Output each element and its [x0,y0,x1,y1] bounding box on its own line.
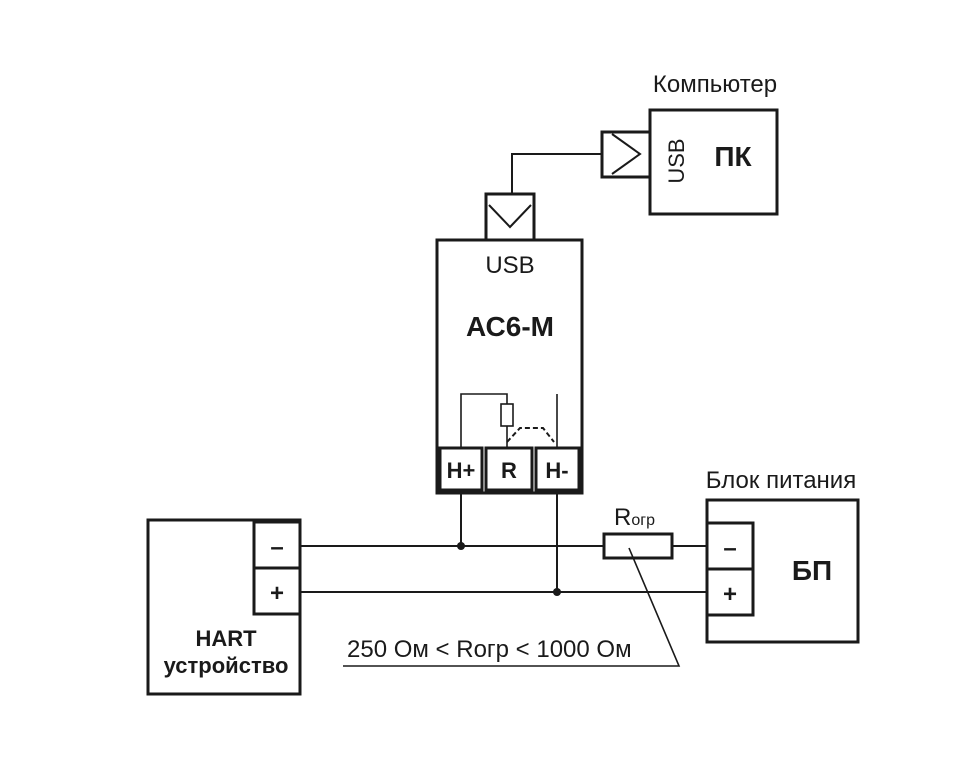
hart-terminal-minus-label: – [270,534,283,561]
terminal-h-plus[interactable] [438,446,484,492]
converter-usb-arrow-icon [488,204,532,229]
resistor-label-main: R [614,504,631,531]
hart-terminal-minus[interactable] [252,520,302,570]
internal-wire-left [460,393,508,448]
note-leader-line [343,547,681,667]
power-supply-name: БП [792,555,832,586]
terminal-h-minus-label: H- [545,458,568,483]
converter-name: АС6-М [466,311,554,342]
psu-terminal-plus[interactable] [705,567,755,617]
hart-device-block: – + HART устройство [146,518,302,696]
terminal-r-label: R [501,458,517,483]
pc-usb-socket [600,130,652,179]
terminal-h-minus[interactable] [534,446,581,492]
hart-terminal-plus-label: + [270,580,284,607]
limiting-resistor-body [602,532,674,560]
converter-usb-connector [484,192,536,242]
resistance-range-note: 250 Ом < Rогр < 1000 Ом [347,636,632,663]
power-supply-block: – + БП Блок питания [705,467,860,644]
computer-usb-label: USB [664,138,689,183]
terminal-r[interactable] [484,446,534,492]
hart-device-name-line2: устройство [164,653,289,678]
psu-terminal-plus-label: + [723,581,737,608]
converter-usb-socket [484,192,536,242]
power-supply-caption: Блок питания [706,467,856,494]
converter-block: USB АС6-М H+ R H- [435,238,584,495]
computer-name: ПК [714,141,752,172]
converter-usb-label: USB [485,252,534,279]
hart-device-name-line1: HART [195,626,257,651]
pc-usb-connector [600,130,652,179]
limiting-resistor-label: Rогр [614,504,655,531]
computer-caption: Компьютер [653,71,777,98]
converter-terminal-strip: H+ R H- [438,446,581,492]
internal-jumper [506,427,555,443]
computer-block: Компьютер ПК USB [648,71,779,216]
resistor-label-sub: огр [631,512,655,529]
hart-terminal-plus[interactable] [252,566,302,616]
psu-terminal-minus-label: – [723,535,736,562]
limiting-resistor: Rогр [602,504,674,560]
pc-usb-arrow-icon [611,133,642,175]
usb-cable [511,153,602,194]
terminal-h-plus-label: H+ [447,458,476,483]
